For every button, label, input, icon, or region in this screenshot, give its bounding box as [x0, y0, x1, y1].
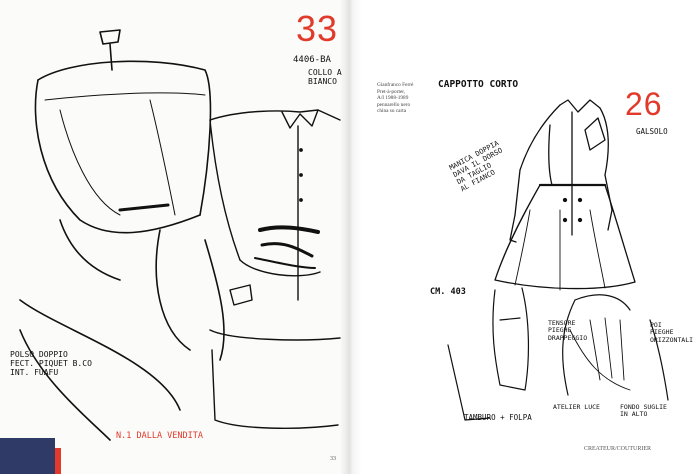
- denim-swatch: [0, 438, 55, 474]
- right-detail-sketches: [447, 287, 669, 421]
- right-bottom-note-right: FONDO SUGLIE IN ALTO: [620, 403, 667, 419]
- right-collar-note: GALSOLO: [636, 127, 668, 136]
- right-code-note: CM. 403: [430, 287, 466, 297]
- left-folio: 33: [330, 456, 336, 462]
- page-gutter: [340, 0, 362, 474]
- right-caption: Gianfranco Ferré Pret-à-porter, A/I 1988…: [377, 82, 414, 115]
- left-cape-sketch: [19, 29, 225, 441]
- left-fabric-note: POLSO DOPPIO FECT. PIQUET B.CO INT. FUAF…: [10, 350, 92, 378]
- right-title-note: CAPPOTTO CORTO: [438, 79, 519, 90]
- right-footer: CREATEUR/COUTURIER: [584, 446, 652, 452]
- left-plate-number: 33: [296, 8, 339, 49]
- left-code-note: 4406-BA: [293, 55, 331, 65]
- right-bottom-note-left: TAMBURO + FOLPA: [464, 413, 532, 422]
- red-swatch: [55, 448, 61, 474]
- right-coat-sketch: [494, 99, 636, 291]
- right-bottom-note-mid: ATELIER LUCE: [553, 403, 600, 411]
- right-side-note-left: TENSORE PIEGHE DRAPPEGGIO: [548, 319, 588, 342]
- right-plate-number: 26: [625, 86, 663, 122]
- left-page: [0, 0, 350, 474]
- left-shirt-sketch: [209, 109, 341, 429]
- left-sale-note: N.1 DALLA VENDITA: [116, 431, 203, 441]
- left-collar-note: COLLO A BIANCO: [308, 68, 342, 87]
- right-side-note-right: POI PIEGHE ORIZZONTALI: [650, 321, 694, 344]
